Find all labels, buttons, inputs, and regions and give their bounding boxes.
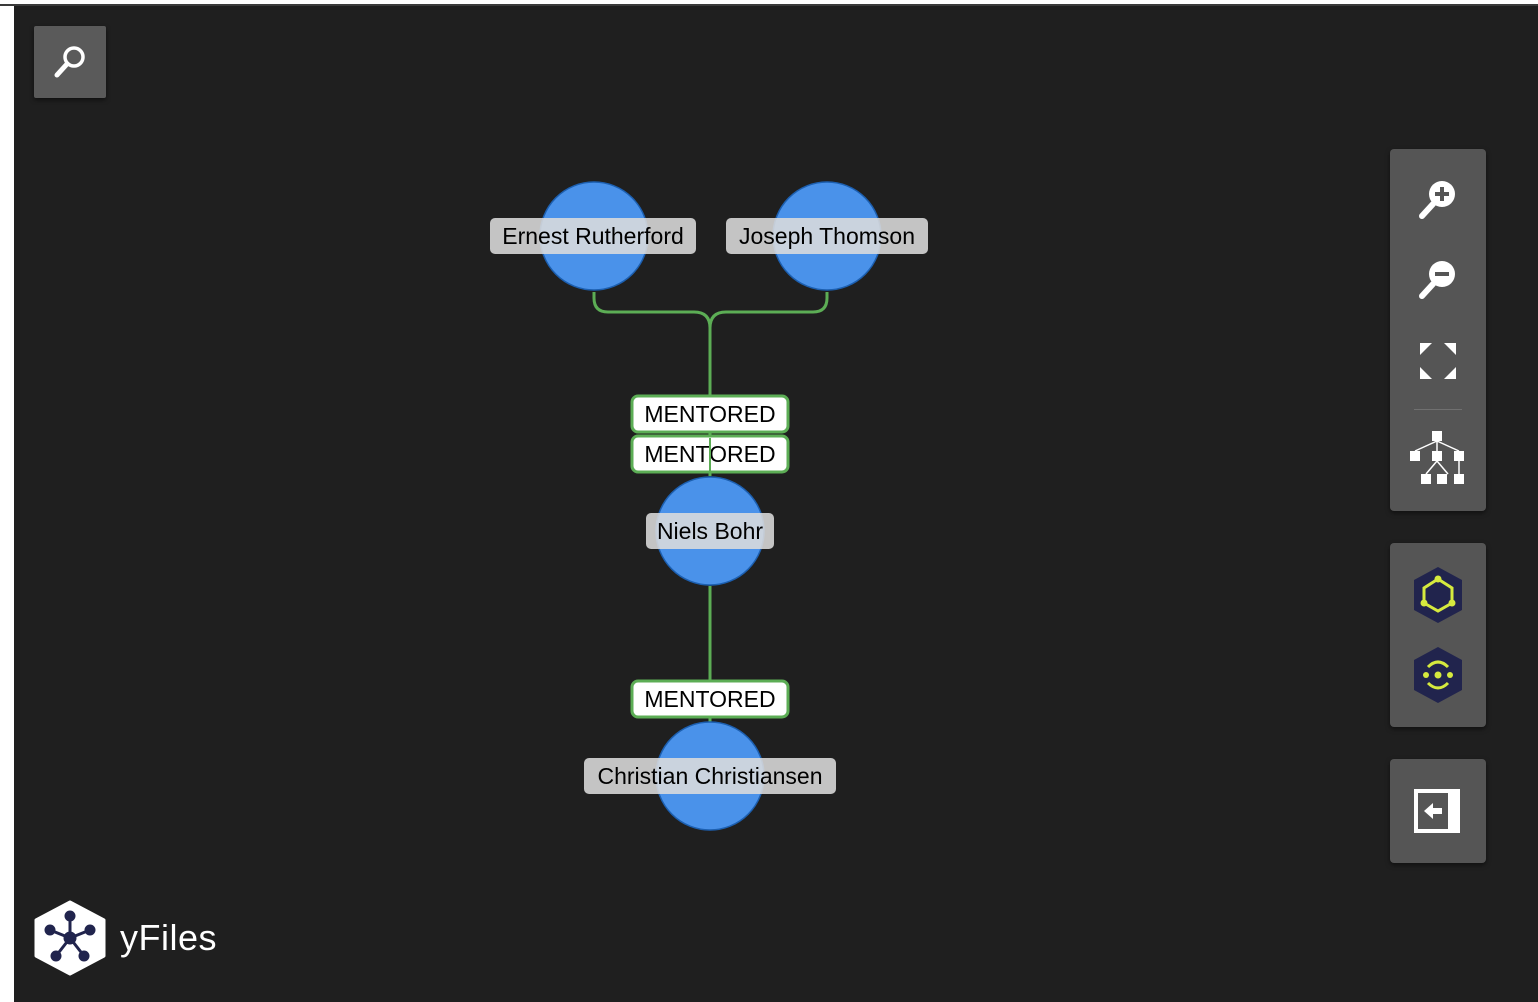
fit-content-icon xyxy=(1420,343,1456,379)
search-button[interactable] xyxy=(34,26,106,98)
edge-thomson-bohr[interactable] xyxy=(708,292,829,476)
graph-svg[interactable]: MENTORED MENTORED MENTORED Ernest Ruther… xyxy=(14,6,1538,1002)
node-ernest-rutherford[interactable]: Ernest Rutherford xyxy=(490,181,696,291)
neo4j-collapse-button[interactable] xyxy=(1390,635,1486,715)
hierarchic-layout-icon xyxy=(1410,431,1464,484)
neo4j-collapse-icon xyxy=(1414,647,1462,703)
node-christian-christiansen[interactable]: Christian Christiansen xyxy=(584,721,836,831)
edge-label-1-text: MENTORED xyxy=(644,401,775,427)
top-border xyxy=(0,0,1538,6)
node-label: Ernest Rutherford xyxy=(502,223,684,249)
neo4j-expand-button[interactable] xyxy=(1390,555,1486,635)
zoom-out-button[interactable] xyxy=(1390,239,1486,319)
zoom-toolbar xyxy=(1390,149,1486,511)
fit-content-button[interactable] xyxy=(1390,321,1486,401)
zoom-out-icon xyxy=(1419,261,1455,299)
toggle-sidebar-icon xyxy=(1414,789,1460,833)
graph-canvas[interactable]: MENTORED MENTORED MENTORED Ernest Ruther… xyxy=(14,6,1538,1002)
edge-label-1[interactable]: MENTORED xyxy=(630,394,790,434)
neo4j-toolbar xyxy=(1390,543,1486,727)
brand-name: yFiles xyxy=(120,917,218,958)
hierarchic-layout-button[interactable] xyxy=(1390,419,1486,499)
search-icon xyxy=(54,46,85,78)
yfiles-logo[interactable]: yFiles xyxy=(34,900,217,976)
node-label: Joseph Thomson xyxy=(739,223,915,249)
edge-label-2[interactable]: MENTORED xyxy=(630,434,790,474)
zoom-in-icon xyxy=(1419,181,1455,219)
edge-rutherford-bohr[interactable] xyxy=(592,292,712,476)
toolbar-divider xyxy=(1414,409,1462,410)
toggle-sidebar-button[interactable] xyxy=(1390,771,1486,851)
node-label: Christian Christiansen xyxy=(598,763,823,789)
neo4j-expand-icon xyxy=(1414,567,1462,623)
node-niels-bohr[interactable]: Niels Bohr xyxy=(646,476,774,586)
edge-label-3[interactable]: MENTORED xyxy=(630,679,790,719)
node-label: Niels Bohr xyxy=(657,518,763,544)
edge-label-3-text: MENTORED xyxy=(644,686,775,712)
node-joseph-thomson[interactable]: Joseph Thomson xyxy=(726,181,928,291)
yfiles-logo-icon xyxy=(34,900,106,976)
zoom-in-button[interactable] xyxy=(1390,159,1486,239)
sidebar-toggle-panel xyxy=(1390,759,1486,863)
